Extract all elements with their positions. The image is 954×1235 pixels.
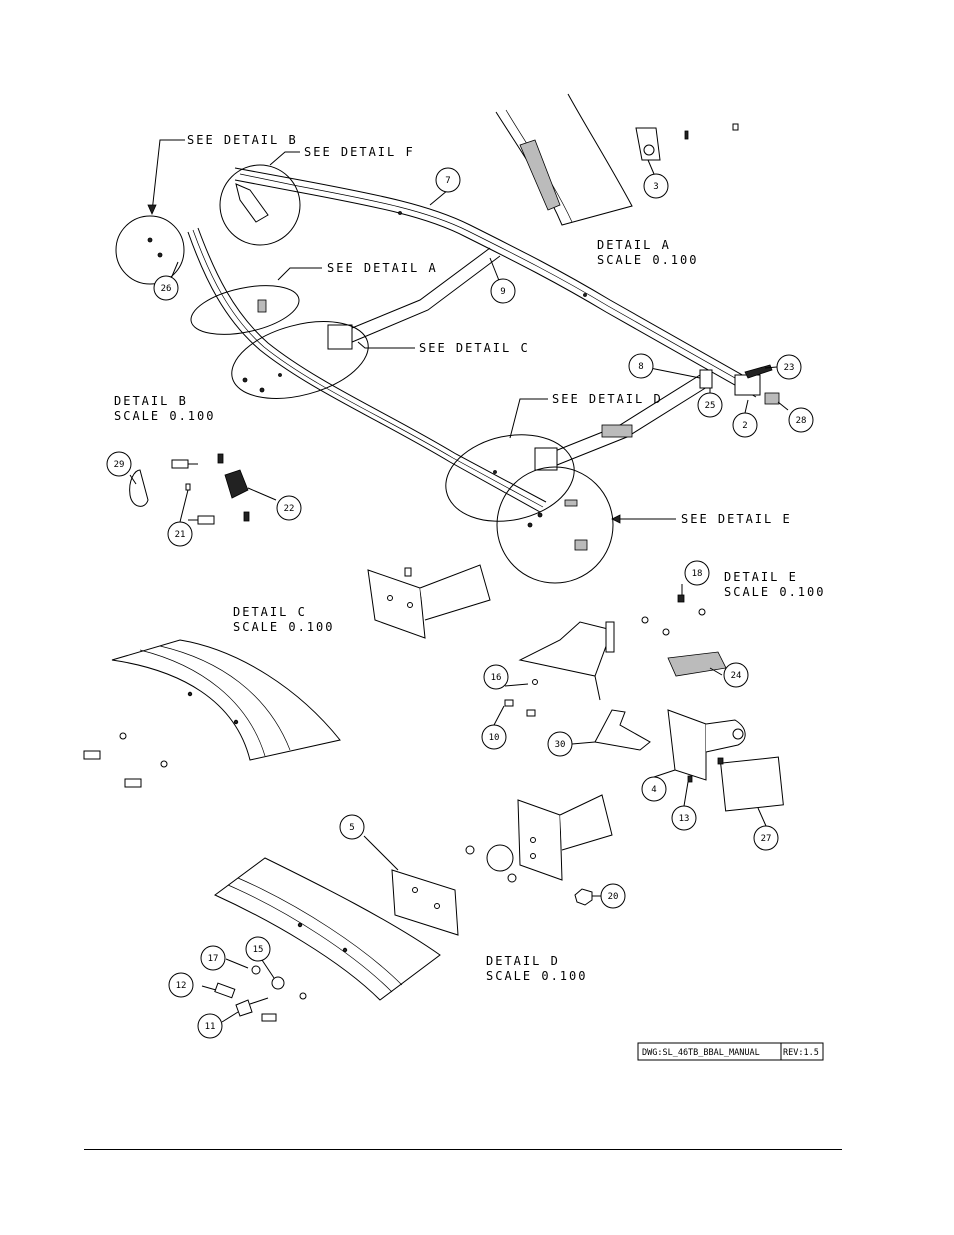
balloon-24: 24 bbox=[723, 662, 749, 688]
balloon-21: 21 bbox=[167, 521, 193, 547]
detail-b-title: DETAIL B bbox=[114, 394, 188, 408]
balloon-7: 7 bbox=[435, 167, 461, 193]
balloon-10: 10 bbox=[481, 724, 507, 750]
balloon-16: 16 bbox=[483, 664, 509, 690]
detail-b-scale: SCALE 0.100 bbox=[114, 409, 215, 423]
see-detail-d-label: SEE DETAIL D bbox=[552, 392, 663, 406]
part-balloons: 7 3 9 26 8 23 25 2 28 29 22 21 18 16 24 … bbox=[106, 167, 814, 1039]
svg-text:26: 26 bbox=[161, 284, 172, 294]
see-detail-f-label: SEE DETAIL F bbox=[304, 145, 415, 159]
balloon-26: 26 bbox=[153, 275, 179, 301]
balloon-25: 25 bbox=[697, 392, 723, 418]
balloon-5: 5 bbox=[339, 814, 365, 840]
detail-e-circle bbox=[496, 466, 614, 584]
detail-b-circle bbox=[115, 215, 185, 285]
svg-text:17: 17 bbox=[208, 954, 219, 964]
svg-text:4: 4 bbox=[651, 785, 656, 795]
svg-text:16: 16 bbox=[491, 673, 502, 683]
detail-b-view bbox=[129, 453, 250, 525]
balloon-23: 23 bbox=[776, 354, 802, 380]
balloon-4: 4 bbox=[641, 776, 667, 802]
svg-text:10: 10 bbox=[489, 733, 500, 743]
svg-text:23: 23 bbox=[784, 363, 795, 373]
svg-text:3: 3 bbox=[653, 182, 658, 192]
svg-text:15: 15 bbox=[253, 945, 264, 955]
svg-text:29: 29 bbox=[114, 460, 125, 470]
svg-text:8: 8 bbox=[638, 362, 643, 372]
balloon-17: 17 bbox=[200, 945, 226, 971]
balloon-13: 13 bbox=[671, 805, 697, 831]
detail-d-scale: SCALE 0.100 bbox=[486, 969, 587, 983]
svg-text:21: 21 bbox=[175, 530, 186, 540]
balloon-12: 12 bbox=[168, 972, 194, 998]
svg-text:27: 27 bbox=[761, 834, 772, 844]
svg-text:22: 22 bbox=[284, 504, 295, 514]
detail-c-ellipse bbox=[231, 321, 369, 399]
balloon-30: 30 bbox=[547, 731, 573, 757]
revision: REV:1.5 bbox=[783, 1048, 819, 1058]
detail-f-circle bbox=[219, 164, 301, 246]
svg-text:24: 24 bbox=[731, 671, 742, 681]
balloon-29: 29 bbox=[106, 451, 132, 477]
detail-e-scale: SCALE 0.100 bbox=[724, 585, 825, 599]
balloon-9: 9 bbox=[490, 278, 516, 304]
balloon-11: 11 bbox=[197, 1013, 223, 1039]
detail-d-ellipse bbox=[445, 434, 575, 522]
detail-circles bbox=[115, 164, 614, 584]
svg-text:18: 18 bbox=[692, 569, 703, 579]
detail-d-view bbox=[214, 794, 613, 1022]
see-detail-b-label: SEE DETAIL B bbox=[187, 133, 298, 147]
title-block: DWG:SL_46TB_BBAL_MANUAL REV:1.5 bbox=[637, 1042, 824, 1061]
svg-text:12: 12 bbox=[176, 981, 187, 991]
see-detail-e-label: SEE DETAIL E bbox=[681, 512, 792, 526]
detail-a-view bbox=[495, 93, 739, 226]
detail-c-scale: SCALE 0.100 bbox=[233, 620, 334, 634]
svg-text:9: 9 bbox=[500, 287, 505, 297]
see-detail-c-label: SEE DETAIL C bbox=[419, 341, 530, 355]
svg-text:25: 25 bbox=[705, 401, 716, 411]
balloon-22: 22 bbox=[276, 495, 302, 521]
svg-text:30: 30 bbox=[555, 740, 566, 750]
detail-d-title: DETAIL D bbox=[486, 954, 560, 968]
detail-e-view bbox=[504, 594, 784, 812]
balloon-18: 18 bbox=[684, 560, 710, 586]
detail-a-title: DETAIL A bbox=[597, 238, 671, 252]
balloon-15: 15 bbox=[245, 936, 271, 962]
balloon-20: 20 bbox=[600, 883, 626, 909]
balloon-2: 2 bbox=[732, 412, 758, 438]
balloon-8: 8 bbox=[628, 353, 654, 379]
detail-a-ellipse bbox=[190, 285, 300, 335]
svg-text:11: 11 bbox=[205, 1022, 216, 1032]
detail-e-title: DETAIL E bbox=[724, 570, 798, 584]
detail-c-view bbox=[83, 564, 491, 788]
see-detail-a-label: SEE DETAIL A bbox=[327, 261, 438, 275]
main-frame bbox=[187, 167, 780, 513]
balloon-3: 3 bbox=[643, 173, 669, 199]
detail-a-scale: SCALE 0.100 bbox=[597, 253, 698, 267]
detail-c-title: DETAIL C bbox=[233, 605, 307, 619]
balloon-28: 28 bbox=[788, 407, 814, 433]
detail-titles: DETAIL A SCALE 0.100 DETAIL B SCALE 0.10… bbox=[114, 238, 825, 983]
svg-text:13: 13 bbox=[679, 814, 690, 824]
svg-text:7: 7 bbox=[445, 176, 450, 186]
svg-text:20: 20 bbox=[608, 892, 619, 902]
drawing-number: DWG:SL_46TB_BBAL_MANUAL bbox=[642, 1048, 760, 1058]
svg-text:2: 2 bbox=[742, 421, 747, 431]
svg-text:5: 5 bbox=[349, 823, 354, 833]
balloon-27: 27 bbox=[753, 825, 779, 851]
svg-text:28: 28 bbox=[796, 416, 807, 426]
callout-labels: SEE DETAIL B SEE DETAIL F SEE DETAIL A S… bbox=[187, 133, 792, 526]
footer-rule bbox=[84, 1149, 842, 1150]
